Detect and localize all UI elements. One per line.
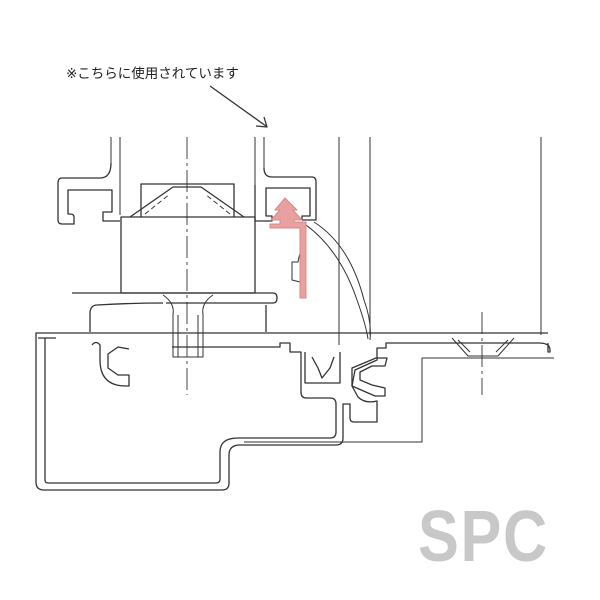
cone-fitting: [129, 183, 245, 218]
right-mullion-profile: [254, 167, 317, 222]
base-plate: [72, 292, 278, 304]
center-lines: [186, 137, 483, 395]
usage-annotation: ※こちらに使用されています: [66, 66, 239, 82]
cylinder-body: [120, 216, 256, 294]
lower-block: [89, 302, 267, 332]
left-mullion-profile: [57, 162, 120, 225]
screw: [162, 294, 214, 358]
pointer-arrow: [209, 85, 268, 128]
ground-line: [244, 357, 554, 443]
right-fastener: [451, 337, 515, 357]
c-channel-left: [91, 341, 130, 387]
spc-watermark: SPC: [418, 497, 549, 577]
c-channel-right: [351, 357, 388, 397]
frame-lines: [110, 137, 542, 345]
highlighted-gasket: [269, 197, 307, 299]
sill-profile: [35, 332, 551, 491]
gasket-slot: [304, 352, 341, 384]
